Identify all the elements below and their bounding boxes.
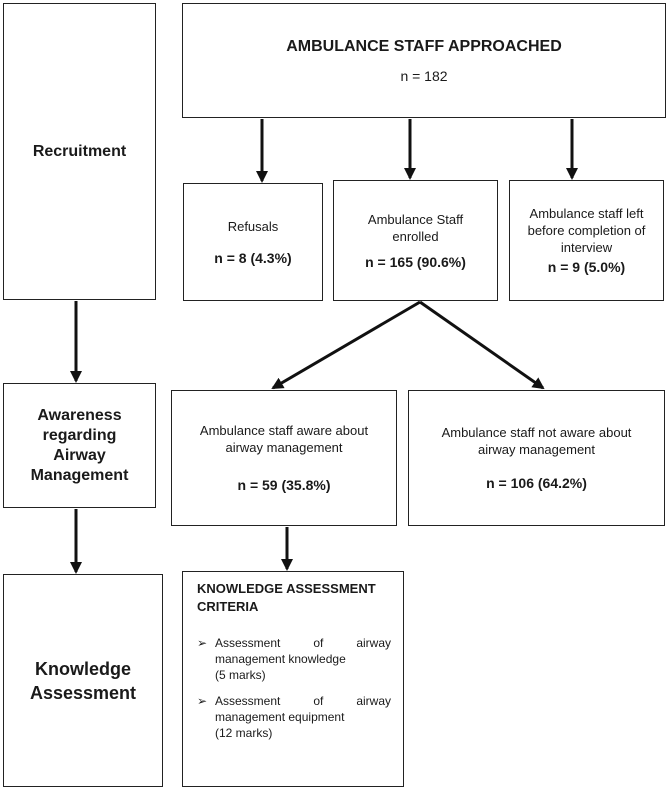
approached-title: AMBULANCE STAFF APPROACHED bbox=[286, 37, 562, 55]
approached-box: AMBULANCE STAFF APPROACHED n = 182 bbox=[182, 3, 666, 118]
criteria-item-text: Assessment of airway management equipmen… bbox=[215, 694, 391, 724]
stage-awareness-box: Awareness regarding Airway Management bbox=[3, 383, 156, 508]
left-label: Ambulance staff left before completion o… bbox=[527, 206, 646, 255]
criteria-item: ➢ Assessment of airway management knowle… bbox=[193, 635, 391, 683]
arrow-bullet-icon: ➢ bbox=[197, 694, 208, 708]
aware-count: n = 59 (35.8%) bbox=[237, 477, 331, 493]
stage-awareness-label: Awareness regarding Airway Management bbox=[30, 406, 129, 484]
enrolled-label: Ambulance Staff enrolled bbox=[367, 211, 464, 244]
not-aware-count: n = 106 (64.2%) bbox=[486, 475, 587, 491]
refusals-count: n = 8 (4.3%) bbox=[214, 249, 292, 266]
stage-recruitment-box: Recruitment bbox=[3, 3, 156, 300]
stage-recruitment-label: Recruitment bbox=[32, 142, 127, 160]
enrolled-box: Ambulance Staff enrolled n = 165 (90.6%) bbox=[333, 180, 498, 301]
criteria-title: KNOWLEDGE ASSESSMENT CRITERIA bbox=[197, 581, 376, 614]
refusals-label: Refusals bbox=[227, 218, 279, 234]
arrow-to-aware bbox=[271, 300, 421, 390]
stage-knowledge-box: Knowledge Assessment bbox=[3, 574, 163, 787]
criteria-item: ➢ Assessment of airway management equipm… bbox=[193, 693, 391, 741]
criteria-item-text: Assessment of airway management knowledg… bbox=[215, 636, 391, 666]
refusals-box: Refusals n = 8 (4.3%) bbox=[183, 183, 323, 301]
enrolled-count: n = 165 (90.6%) bbox=[365, 253, 466, 270]
criteria-item-marks: (12 marks) bbox=[215, 726, 273, 740]
criteria-box: KNOWLEDGE ASSESSMENT CRITERIA ➢ Assessme… bbox=[182, 571, 404, 787]
criteria-list: ➢ Assessment of airway management knowle… bbox=[193, 635, 391, 747]
arrow-bullet-icon: ➢ bbox=[197, 636, 208, 650]
not-aware-box: Ambulance staff not aware about airway m… bbox=[408, 390, 665, 526]
aware-label: Ambulance staff aware about airway manag… bbox=[199, 423, 369, 455]
left-count: n = 9 (5.0%) bbox=[547, 259, 626, 275]
left-box: Ambulance staff left before completion o… bbox=[509, 180, 664, 301]
stage-knowledge-label: Knowledge Assessment bbox=[29, 658, 137, 703]
criteria-item-marks: (5 marks) bbox=[215, 668, 266, 682]
aware-box: Ambulance staff aware about airway manag… bbox=[171, 390, 397, 526]
not-aware-label: Ambulance staff not aware about airway m… bbox=[441, 425, 632, 457]
arrow-to-not-aware bbox=[419, 300, 545, 390]
approached-count: n = 182 bbox=[400, 67, 448, 84]
